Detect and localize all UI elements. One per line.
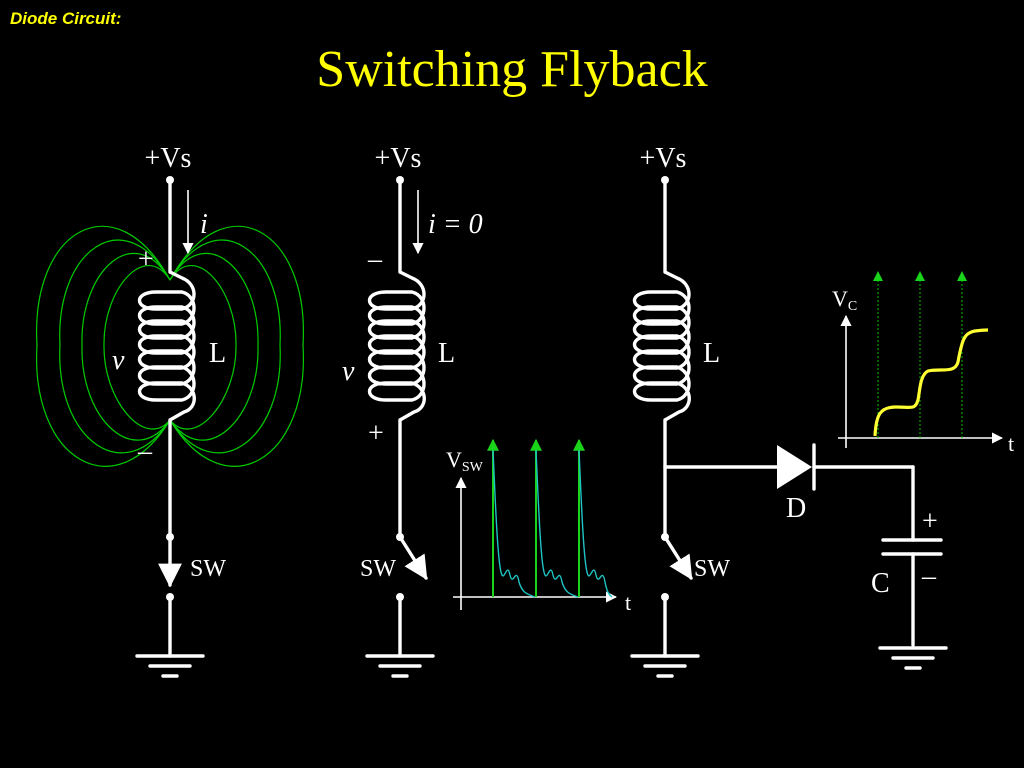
voltage-spike <box>530 438 579 598</box>
voltage-spike <box>573 438 613 598</box>
pulse-marker <box>915 271 925 438</box>
y-axis-label: VSW <box>446 447 484 475</box>
capacitor-plus: + <box>922 506 938 537</box>
pulse-marker <box>957 271 967 438</box>
supply-label: +Vs <box>375 143 422 174</box>
current-label: i <box>200 209 208 240</box>
ground-symbol <box>878 646 948 670</box>
plus-sign: + <box>368 418 384 449</box>
diode-label: D <box>786 493 806 524</box>
supply-label: +Vs <box>145 143 192 174</box>
pulse-marker <box>873 271 883 438</box>
ground-symbol <box>365 654 435 678</box>
diode-symbol <box>777 443 816 491</box>
capacitor-label: C <box>871 568 890 599</box>
capacitor-symbol <box>881 538 943 556</box>
ground-symbol <box>630 654 700 678</box>
x-axis-label: t <box>1008 431 1014 456</box>
inductor-label: L <box>209 338 226 369</box>
vsw-graph: VSW t <box>446 438 631 615</box>
voltage-label: v <box>342 356 355 387</box>
inductor-label: L <box>438 338 455 369</box>
vc-graph: VC t <box>832 271 1014 456</box>
ground-symbol <box>135 654 205 678</box>
inductor-coil <box>367 270 426 422</box>
plus-sign: + <box>138 244 154 275</box>
switch-label: SW <box>360 556 396 582</box>
circuit-2: +Vs i = 0 – L v + SW VSW t <box>342 143 631 678</box>
section-label: Diode Circuit: <box>10 9 121 28</box>
page-title: Switching Flyback <box>316 41 707 98</box>
inductor-coil <box>137 270 196 422</box>
switch-label: SW <box>190 556 226 582</box>
switch-blade-open <box>663 535 693 581</box>
inductor-coil <box>632 270 691 422</box>
circuit-3: +Vs L D + – C SW <box>630 143 1014 678</box>
inductor-label: L <box>703 338 720 369</box>
x-axis-label: t <box>625 590 631 615</box>
capacitor-minus: – <box>921 561 937 592</box>
magnetic-field-lines <box>36 225 304 467</box>
y-axis-label: VC <box>832 286 857 314</box>
current-label: i = 0 <box>428 209 483 240</box>
switch-label: SW <box>694 556 730 582</box>
circuit-1: +Vs i + L v – SW <box>36 143 304 678</box>
voltage-label: v <box>112 345 125 376</box>
voltage-spike <box>487 438 536 598</box>
supply-label: +Vs <box>640 143 687 174</box>
minus-sign: – <box>137 436 153 467</box>
minus-sign: – <box>367 244 383 275</box>
vc-staircase-trace <box>873 328 989 437</box>
switch-blade-open <box>398 535 428 581</box>
